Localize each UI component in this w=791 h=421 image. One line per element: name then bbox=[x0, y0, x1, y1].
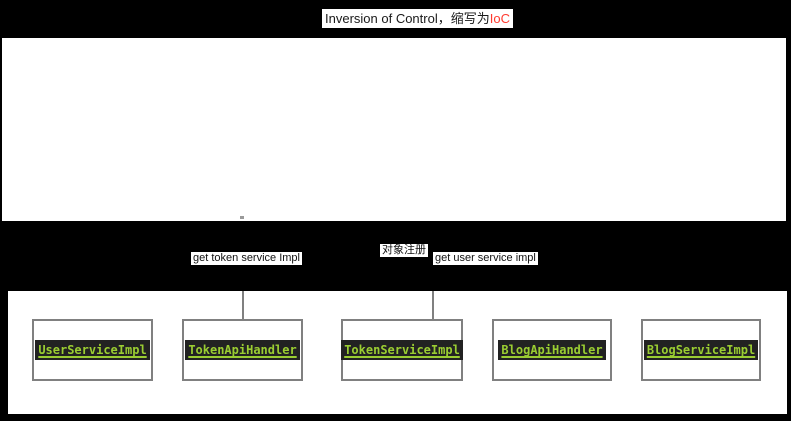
service-label: BlogServiceImpl bbox=[643, 340, 759, 360]
object-register-label: 对象注册 bbox=[380, 244, 428, 257]
ioc-container-canvas bbox=[2, 38, 786, 221]
diagram-title-main: Inversion of Control，缩写为 bbox=[325, 11, 490, 26]
connector-line-token-api bbox=[242, 291, 244, 320]
service-box-blog-service-impl: BlogServiceImpl bbox=[641, 319, 761, 381]
connector-line-token-service bbox=[432, 291, 434, 320]
diagram-title: Inversion of Control，缩写为IoC bbox=[322, 9, 513, 28]
get-user-service-label: get user service impl bbox=[433, 252, 538, 265]
service-box-token-api-handler: TokenApiHandler bbox=[182, 319, 303, 381]
service-label: TokenServiceImpl bbox=[341, 340, 463, 360]
service-box-token-service-impl: TokenServiceImpl bbox=[341, 319, 463, 381]
service-label: BlogApiHandler bbox=[498, 340, 606, 360]
service-label: TokenApiHandler bbox=[185, 340, 300, 360]
get-token-service-label: get token service Impl bbox=[191, 252, 302, 265]
diagram-title-ioc-highlight: IoC bbox=[489, 11, 510, 26]
tiny-artifact-mark bbox=[240, 216, 244, 219]
service-box-user-service-impl: UserServiceImpl bbox=[32, 319, 153, 381]
service-box-blog-api-handler: BlogApiHandler bbox=[492, 319, 612, 381]
service-label: UserServiceImpl bbox=[35, 340, 150, 360]
